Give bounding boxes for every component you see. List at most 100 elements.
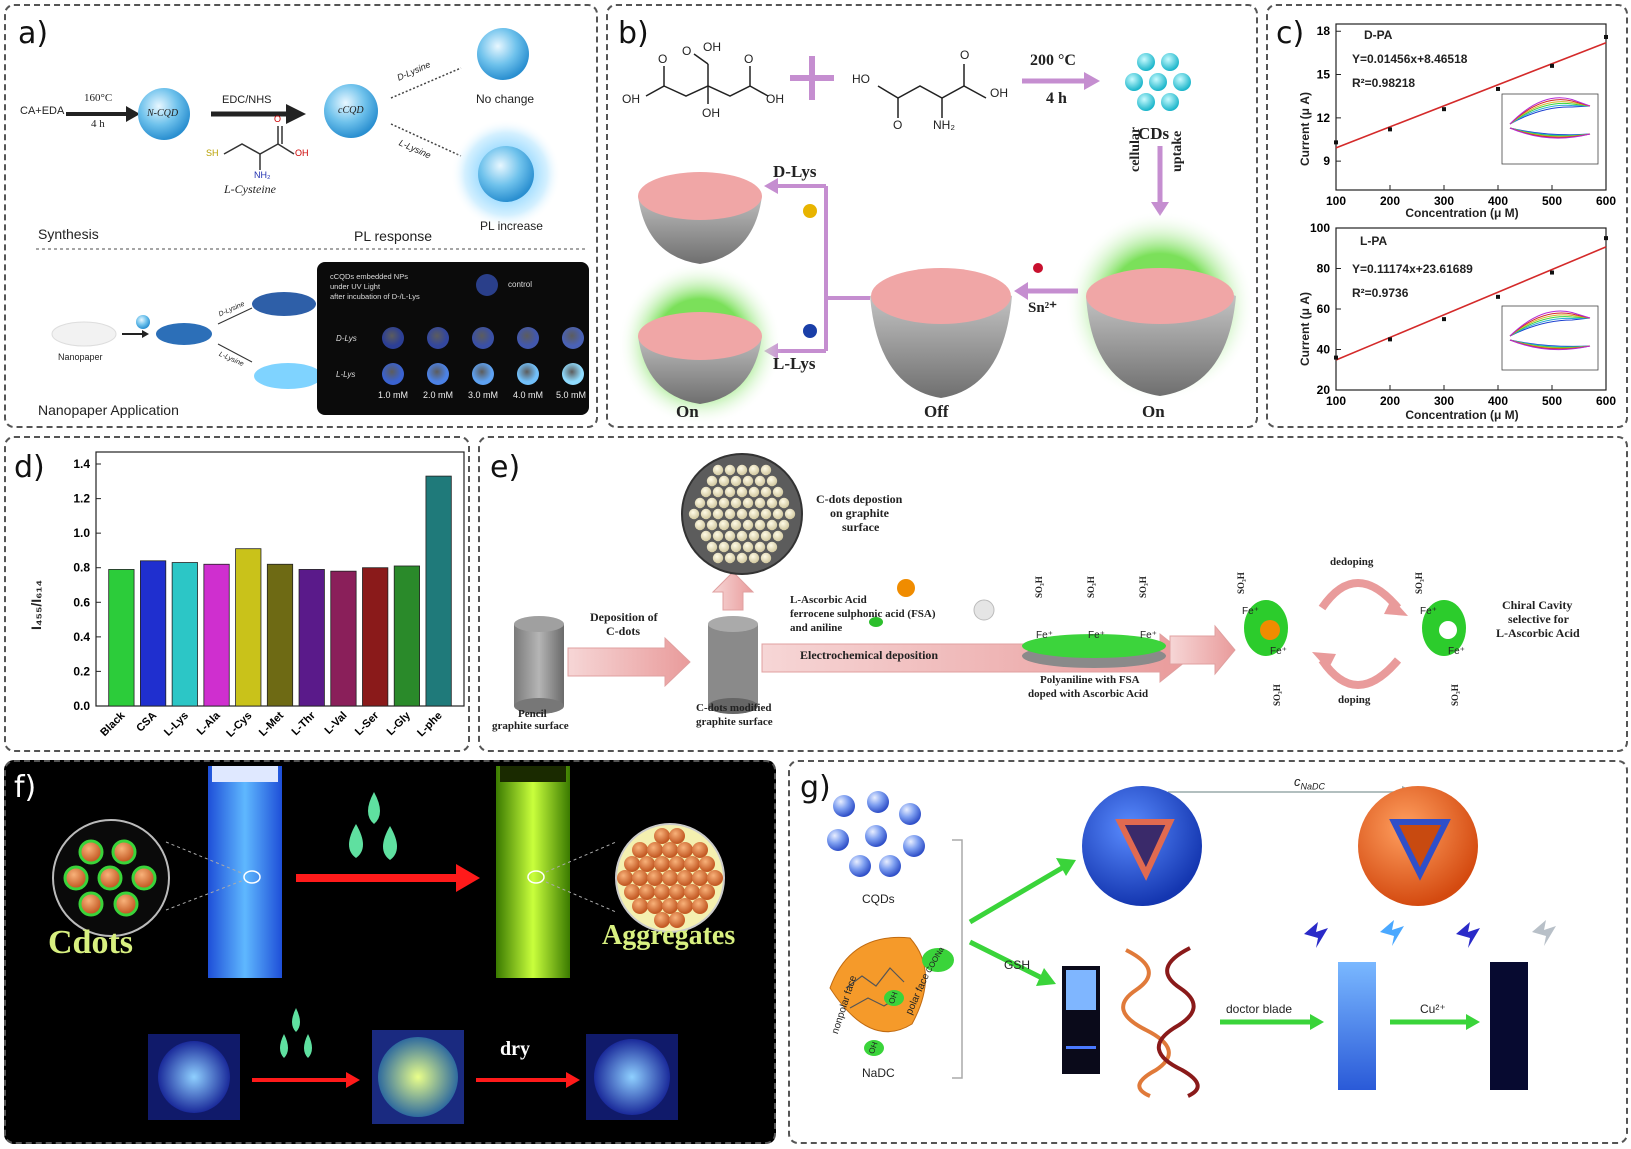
g-cqds-label: CQDs: [862, 892, 895, 906]
e-cmod-2: graphite surface: [696, 716, 773, 728]
inset-line-3: after incubation of D-/L-Lys: [330, 292, 420, 301]
c-xtick-label: 100: [1326, 194, 1346, 208]
f-cdot: [78, 839, 104, 865]
no-change-label: No change: [476, 92, 535, 106]
c-dot: [772, 508, 784, 520]
c-dot: [712, 486, 724, 498]
f-agg-dot: [639, 884, 655, 900]
synthesis-label: Synthesis: [38, 226, 99, 242]
f-agg-dot: [647, 870, 663, 886]
e-so3h-1: SO₃H: [1034, 576, 1044, 598]
c-dot: [712, 552, 724, 564]
conc-3: 3.0 mM: [468, 390, 499, 400]
c-dot: [700, 508, 712, 520]
f-agg-dot: [654, 912, 670, 928]
d-lys-spot: [562, 327, 584, 349]
b-on-2: On: [1142, 402, 1165, 421]
c-ytick-label: 18: [1317, 24, 1331, 38]
c-dot: [718, 475, 730, 487]
c-data-point: [1604, 236, 1608, 241]
g-cnadc-sub: NaDC: [1300, 781, 1326, 792]
c-ytick-label: 80: [1317, 262, 1331, 276]
e-chiral-2: selective for: [1508, 612, 1569, 626]
e-so3h-2: SO₃H: [1086, 576, 1096, 598]
d-bar: [393, 565, 420, 707]
c-dot: [706, 519, 718, 531]
d-lys-spot: [472, 327, 494, 349]
c-dot: [748, 508, 760, 520]
g-cqd: [899, 803, 921, 825]
c-dot: [748, 464, 760, 476]
b-o5: O: [960, 48, 970, 62]
cys-oh: OH: [295, 148, 309, 158]
e-poly-2: doped with Ascorbic Acid: [1028, 688, 1149, 700]
c-dot: [694, 519, 706, 531]
conc-1: 1.0 mM: [378, 390, 409, 400]
c-dot: [706, 475, 718, 487]
d-xtick-label: L-Gly: [385, 709, 414, 738]
f-cdot: [111, 839, 137, 865]
c-dot: [700, 530, 712, 542]
panel-g: g): [788, 760, 1628, 1144]
c-dot: [730, 519, 742, 531]
c-dot: [736, 552, 748, 564]
c-dot: [694, 497, 706, 509]
c-top-title: D-PA: [1364, 28, 1393, 42]
c-dot: [724, 486, 736, 498]
e-aniline: and aniline: [790, 622, 843, 634]
c-xtick-label: 500: [1542, 394, 1562, 408]
c-dot: [736, 464, 748, 476]
e-doping: doping: [1338, 694, 1371, 706]
c-ytick-label: 20: [1317, 383, 1331, 397]
f-agg-dot: [654, 884, 670, 900]
b-oh3: OH: [702, 106, 720, 120]
c-bot-eq: Y=0.11174x+23.61689: [1352, 262, 1473, 276]
b-oh1: OH: [622, 92, 640, 106]
d-bar: [171, 562, 198, 707]
row-d-label: D-Lys: [336, 334, 357, 343]
g-cu-label: Cu²⁺: [1420, 1002, 1446, 1016]
c-dot: [736, 508, 748, 520]
c-ytick-label: 100: [1310, 221, 1330, 235]
c-dot: [778, 497, 790, 509]
f-agg-dot: [692, 842, 708, 858]
c-dot: [748, 530, 760, 542]
b-temp: 200 °C: [1030, 52, 1076, 69]
c-dot: [772, 530, 784, 542]
temp-label: 160°C: [84, 92, 113, 104]
e-electro: Electrochemical deposition: [800, 648, 939, 662]
f-agg-dot: [684, 884, 700, 900]
f-agg-dot: [639, 856, 655, 872]
c-data-point: [1550, 63, 1554, 68]
ccqd-sphere: [324, 84, 378, 138]
c-ytick-label: 60: [1317, 302, 1331, 316]
c-data-point: [1442, 107, 1446, 112]
e-deposition-2: C-dots: [606, 624, 641, 638]
d-xtick-label: L-Met: [257, 709, 286, 738]
inset-line-2: under UV Light: [330, 282, 381, 291]
c-data-point: [1604, 34, 1608, 39]
f-agg-dot: [662, 898, 678, 914]
c-dot: [766, 475, 778, 487]
panel-c-label: c): [1276, 16, 1305, 51]
ncqd-sphere: [138, 88, 190, 140]
c-dot: [712, 508, 724, 520]
panel-b-label: b): [618, 16, 649, 51]
conc-4: 4.0 mM: [513, 390, 544, 400]
e-fsa: ferrocene sulphonic acid (FSA): [790, 608, 936, 620]
d-lys-spot: [427, 327, 449, 349]
b-oh4: OH: [766, 92, 784, 106]
c-dot: [754, 541, 766, 553]
d-bar: [203, 563, 230, 707]
d-xtick-label: L-phe: [415, 710, 445, 740]
d-bar: [362, 567, 389, 707]
d-bar: [330, 570, 357, 707]
c-dot: [754, 497, 766, 509]
c-bot-title: L-PA: [1360, 234, 1388, 248]
panel-g-label: g): [800, 770, 831, 805]
e-fe-6: Fe⁺: [1420, 606, 1437, 617]
g-cqd: [833, 795, 855, 817]
c-data-point: [1388, 337, 1392, 342]
l-lys-spot: [382, 363, 404, 385]
